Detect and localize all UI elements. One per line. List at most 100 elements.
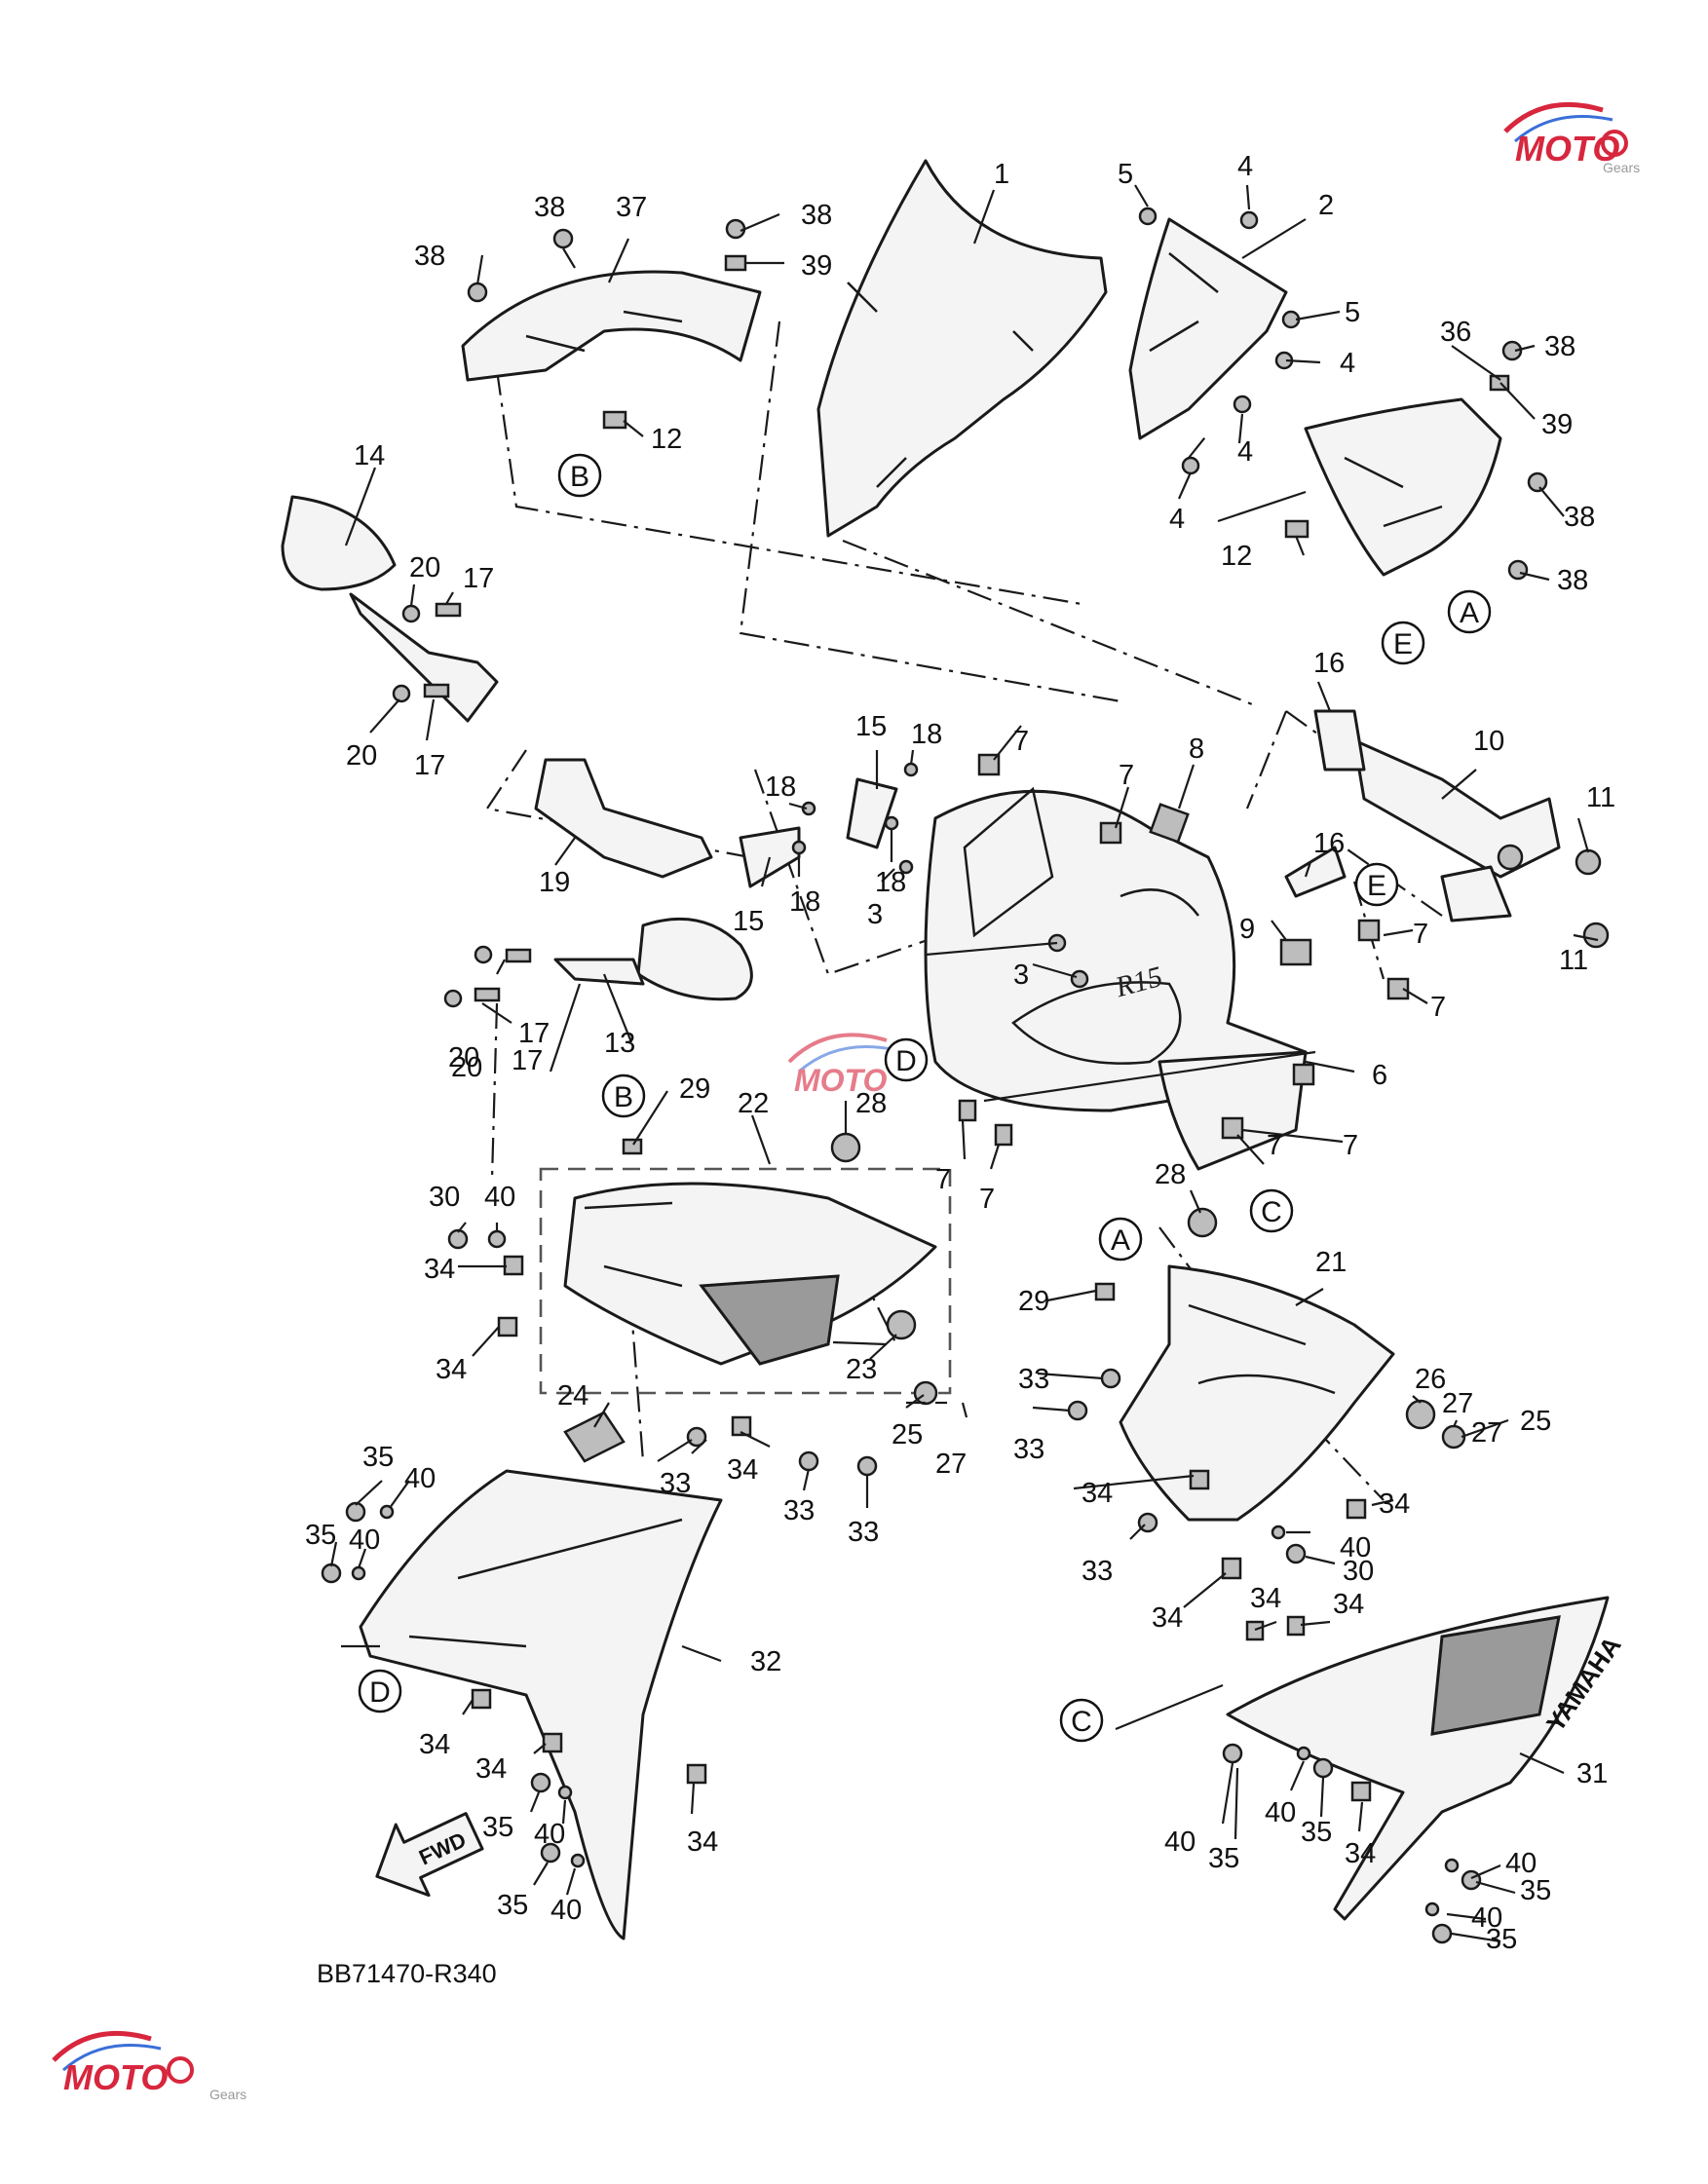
part-label: 30	[429, 1182, 460, 1213]
part-label: 35	[497, 1890, 528, 1921]
part-label: 7	[935, 1164, 951, 1195]
part-label: 25	[1520, 1406, 1551, 1437]
part-label: 12	[651, 424, 682, 455]
part-label: 33	[1013, 1434, 1044, 1465]
part-label: 28	[855, 1088, 887, 1119]
part-label: 35	[1208, 1843, 1239, 1874]
part-label: 4	[1237, 436, 1253, 468]
part-label: 38	[1564, 502, 1595, 533]
part-label: 27	[935, 1449, 967, 1480]
gear-icon	[1601, 130, 1628, 157]
mesh-grille	[699, 1274, 840, 1366]
part-label: 35	[1301, 1817, 1332, 1848]
headlight-stay	[1352, 738, 1561, 879]
part-label: 35	[1520, 1875, 1551, 1906]
watermark-logo-top: MOTO Gears	[1503, 101, 1640, 175]
part-label: 16	[1313, 828, 1345, 859]
part-label: 23	[846, 1354, 877, 1385]
part-label: 18	[911, 719, 942, 750]
stay-16-lower	[1284, 846, 1347, 898]
part-label: 31	[1576, 1758, 1608, 1789]
part-label: 6	[1372, 1060, 1387, 1091]
part-label: 40	[534, 1819, 565, 1850]
part-label: 33	[1082, 1556, 1113, 1587]
part-label: 34	[1345, 1838, 1376, 1869]
part-label: 29	[1018, 1286, 1049, 1317]
ref-letter: E	[1393, 628, 1413, 660]
part-label: 7	[1430, 992, 1446, 1023]
part-label: 40	[550, 1895, 582, 1926]
part-label: 34	[727, 1454, 758, 1486]
mirror-left	[281, 495, 499, 723]
ref-letter: A	[1460, 597, 1479, 629]
part-label: 7	[1343, 1130, 1358, 1161]
part-label: 7	[1267, 1130, 1282, 1161]
gear-icon	[167, 2056, 194, 2084]
clip-8	[1149, 803, 1190, 844]
part-label: 36	[1440, 317, 1471, 348]
part-label: 38	[1557, 565, 1588, 596]
part-label: 40	[1340, 1532, 1371, 1563]
part-label: 11	[1559, 945, 1588, 976]
part-label: 27	[1471, 1417, 1502, 1449]
watermark-text: MOTO	[63, 2057, 168, 2097]
part-label: 40	[484, 1182, 515, 1213]
part-label: 38	[414, 241, 445, 272]
part-label: 40	[1164, 1826, 1196, 1858]
part-label: 34	[1082, 1478, 1113, 1509]
part-label: 14	[354, 440, 385, 471]
part-label: 3	[1013, 960, 1029, 991]
part-label: 18	[875, 867, 906, 898]
upper-panel	[1128, 217, 1288, 440]
watermark-text: MOTO	[794, 1063, 888, 1098]
part-label: 15	[733, 906, 764, 937]
part-number-labels: 1 2 4 5 5 4 4 4 36 38 39 38 38 12 38 37 …	[305, 151, 1615, 1955]
part-label: 34	[436, 1354, 467, 1385]
part-label: 38	[534, 192, 565, 223]
part-label: 4	[1340, 348, 1355, 379]
mirror-bracket	[534, 758, 713, 879]
stay-16-upper	[1313, 709, 1366, 772]
part-label: 4	[1169, 504, 1185, 535]
part-label: 7	[979, 1184, 995, 1215]
part-label: 34	[1152, 1602, 1183, 1634]
ref-letter: B	[570, 461, 589, 493]
part-label: 13	[604, 1028, 635, 1059]
part-label: 20	[448, 1042, 479, 1073]
part-label: 40	[1265, 1797, 1296, 1828]
watermark-logo-center: MOTO	[787, 1033, 897, 1098]
part-label: 28	[1155, 1159, 1186, 1190]
part-label: 15	[855, 711, 887, 742]
part-label: 34	[475, 1753, 507, 1785]
part-label: 32	[750, 1646, 781, 1677]
part-label: 9	[1239, 914, 1255, 945]
part-label: 39	[801, 250, 832, 282]
part-label: 40	[404, 1463, 436, 1494]
ref-letter: C	[1071, 1706, 1092, 1738]
part-label: 37	[616, 192, 647, 223]
part-label: 11	[1586, 782, 1615, 813]
part-label: 5	[1118, 159, 1133, 190]
part-label: 7	[1119, 760, 1134, 791]
part-label: 34	[424, 1254, 455, 1285]
side-panel-right	[1119, 1264, 1395, 1522]
plate-15a	[846, 777, 898, 849]
part-label: 34	[419, 1729, 450, 1760]
part-label: 20	[346, 740, 377, 772]
part-label: 16	[1313, 648, 1345, 679]
mirror-right	[553, 917, 753, 1001]
part-label: 35	[305, 1520, 336, 1551]
side-panel-left	[563, 1182, 937, 1366]
diagram-code: BB71470-R340	[317, 1959, 497, 1988]
part-label: 4	[1237, 151, 1253, 182]
windscreen	[816, 159, 1108, 538]
part-label: 17	[414, 750, 445, 781]
part-label: 34	[1333, 1589, 1364, 1620]
cover-11-plate	[1440, 865, 1512, 923]
inner-panel-left	[461, 270, 762, 382]
part-label: 38	[801, 200, 832, 231]
part-label: 8	[1189, 734, 1204, 765]
part-label: 34	[687, 1826, 718, 1858]
ref-letter: D	[895, 1045, 917, 1077]
part-label: 1	[994, 159, 1009, 190]
